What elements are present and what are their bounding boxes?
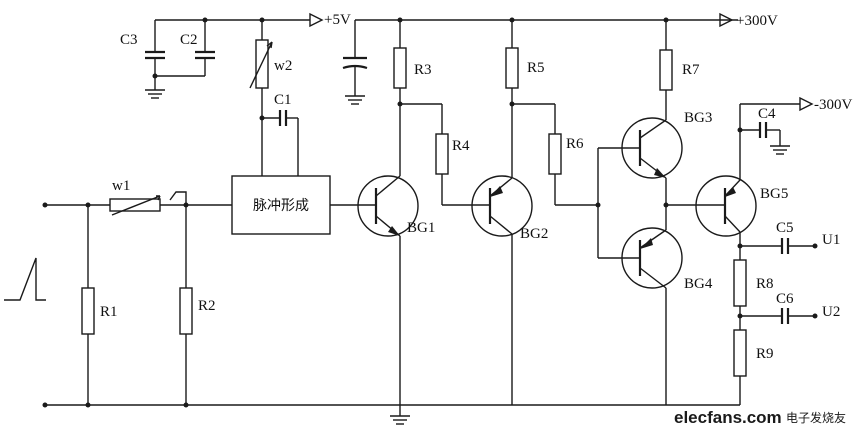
label-bg5: BG5 [760,186,788,202]
bg5-stage [695,96,818,405]
ground-bus [42,402,740,425]
label-r8: R8 [756,276,774,292]
label-r2: R2 [198,298,216,314]
label-u2: U2 [822,304,840,320]
label-c1: C1 [274,92,292,108]
label-neg300v: -300V [814,97,852,113]
label-c4: C4 [758,106,776,122]
pot-w2-c1 [249,20,299,176]
label-c2: C2 [180,32,198,48]
label-r7: R7 [682,62,700,78]
watermark-cn: 电子发烧友 [786,410,846,425]
label-bg4: BG4 [684,276,713,292]
label-300v: +300V [736,13,778,29]
label-bg2: BG2 [520,226,548,242]
label-w2: w2 [274,58,292,74]
label-r6: R6 [566,136,584,152]
label-r5: R5 [527,60,545,76]
label-bg1: BG1 [407,220,435,236]
label-w1: w1 [112,178,130,194]
watermark-suffix: .com [742,408,782,427]
label-c6: C6 [776,291,794,307]
label-r1: R1 [100,304,118,320]
label-r9: R9 [756,346,774,362]
bg3-bg4-stage [597,17,725,405]
input-waveform [4,257,46,301]
input-network [42,191,232,408]
bg1-stage [330,20,490,405]
label-r3: R3 [414,62,432,78]
block-label: 脉冲形成 [253,198,309,214]
label-u1: U1 [822,232,840,248]
label-bg3: BG3 [684,110,712,126]
label-r4: R4 [452,138,470,154]
watermark-brand: elecfans [674,408,742,427]
bg2-stage [471,20,601,405]
label-c5: C5 [776,220,794,236]
label-c3: C3 [120,32,138,48]
label-5v: +5V [324,12,351,28]
